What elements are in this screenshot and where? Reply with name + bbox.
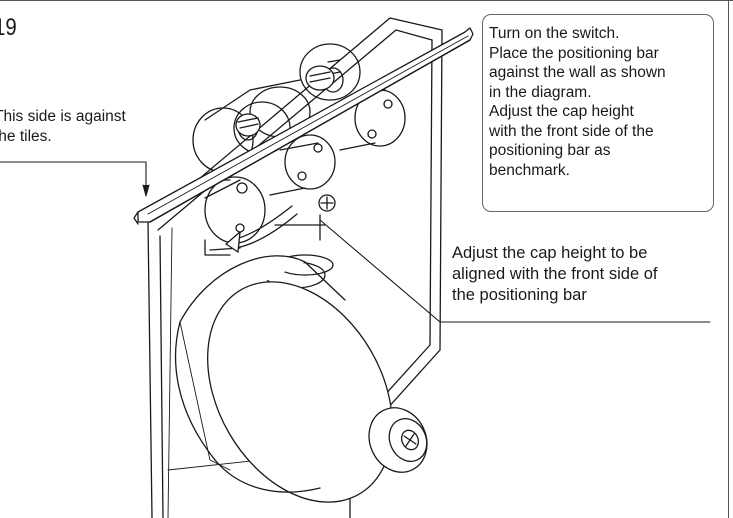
- top-screws: [235, 65, 335, 137]
- callout-line: the positioning bar: [452, 286, 587, 304]
- cap-height-callout: Adjust the cap height to be aligned with…: [452, 243, 657, 306]
- rotation-arrow: [225, 205, 298, 253]
- instruction-line: benchmark.: [489, 161, 570, 179]
- spout-knob: [368, 407, 428, 473]
- instruction-box: [482, 14, 714, 212]
- callout-line: aligned with the front side of: [452, 265, 658, 283]
- large-cap: [174, 255, 393, 503]
- frame-right-line: [728, 0, 729, 518]
- instruction-line: Place the positioning bar: [489, 44, 659, 62]
- middle-cylinder: [269, 134, 336, 196]
- instruction-line: Adjust the cap height: [489, 103, 634, 120]
- frame-top-line: [0, 0, 733, 1]
- callout-line: Adjust the cap height to be: [452, 244, 648, 262]
- instruction-line: Turn on the switch.: [489, 25, 620, 42]
- callout-line: This side is against: [0, 108, 126, 125]
- positioning-bar: [133, 27, 474, 225]
- side-screw: [318, 194, 336, 212]
- callout-leaders: [0, 161, 711, 323]
- instruction-line: in the diagram.: [489, 83, 592, 101]
- instruction-text: Turn on the switch. Place the positionin…: [489, 24, 666, 180]
- callout-line: the tiles.: [0, 127, 52, 145]
- instruction-line: positioning bar as: [489, 142, 611, 159]
- instruction-line: against the wall as shown: [489, 64, 666, 81]
- step-number: 19: [0, 14, 17, 41]
- instruction-line: with the front side of the: [489, 122, 654, 140]
- tiles-side-callout: This side is against the tiles.: [0, 107, 126, 146]
